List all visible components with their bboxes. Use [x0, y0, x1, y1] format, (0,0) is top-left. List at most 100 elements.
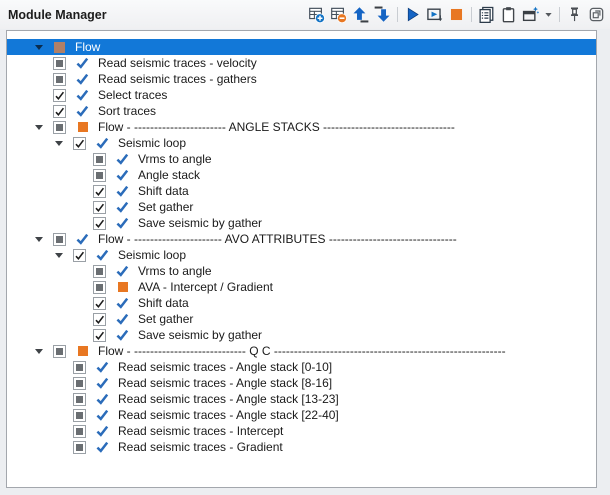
tree-row-flow[interactable]: Flow - ---------------------------- Q C …: [7, 343, 596, 359]
module-checkbox[interactable]: [73, 248, 86, 262]
expander-arrow-icon[interactable]: [33, 125, 45, 130]
toolbar-separator: [559, 7, 560, 22]
float-button[interactable]: [586, 4, 607, 25]
checkbox-partial-state: [56, 235, 63, 243]
tree-row-flow[interactable]: Flow: [7, 39, 596, 55]
module-checkbox[interactable]: [93, 312, 106, 326]
expander-arrow-icon[interactable]: [53, 253, 65, 258]
tree-row-flow[interactable]: Seismic loop: [7, 247, 596, 263]
tree-row[interactable]: Set gather: [7, 199, 596, 215]
module-checkbox[interactable]: [93, 264, 106, 278]
status-check-icon: [76, 57, 89, 69]
view-menu-button[interactable]: [542, 4, 555, 25]
tree-row[interactable]: Read seismic traces - Intercept: [7, 423, 596, 439]
tree-row[interactable]: Read seismic traces - velocity: [7, 55, 596, 71]
tree-row[interactable]: Save seismic by gather: [7, 215, 596, 231]
module-checkbox[interactable]: [93, 216, 106, 230]
module-checkbox[interactable]: [53, 72, 66, 86]
tree-row[interactable]: Read seismic traces - Angle stack [13-23…: [7, 391, 596, 407]
status-check-icon: [76, 105, 89, 117]
pages-list-icon: [478, 6, 495, 23]
module-checkbox[interactable]: [53, 120, 66, 134]
chevron-down-icon: [544, 10, 553, 19]
stop-button[interactable]: [446, 4, 467, 25]
remove-module-button[interactable]: [328, 4, 349, 25]
table-plus-icon: [308, 6, 325, 23]
tree-row[interactable]: Save seismic by gather: [7, 327, 596, 343]
module-checkbox[interactable]: [53, 344, 66, 358]
tree-row[interactable]: Read seismic traces - Gradient: [7, 439, 596, 455]
toolbar-separator: [397, 7, 398, 22]
module-checkbox[interactable]: [73, 440, 86, 454]
module-checkbox[interactable]: [73, 408, 86, 422]
tree-row[interactable]: Vrms to angle: [7, 263, 596, 279]
status-check-icon: [96, 409, 109, 421]
module-checkbox[interactable]: [93, 280, 106, 294]
status-check-icon: [116, 265, 129, 277]
tree-item-label: Flow - ---------------------- AVO ATTRIB…: [98, 232, 457, 246]
module-list-button[interactable]: [476, 4, 497, 25]
status-check-icon: [116, 201, 129, 213]
checkbox-partial-state: [96, 171, 103, 179]
tree-item-label: Save seismic by gather: [138, 216, 263, 230]
arrow-up-icon: [352, 6, 369, 23]
module-checkbox[interactable]: [53, 56, 66, 70]
checkbox-partial-state: [76, 427, 83, 435]
module-checkbox[interactable]: [93, 152, 106, 166]
pin-button[interactable]: [564, 4, 585, 25]
tree-row[interactable]: Shift data: [7, 183, 596, 199]
tree-row-flow[interactable]: Seismic loop: [7, 135, 596, 151]
expander-arrow-icon[interactable]: [33, 45, 45, 50]
module-checkbox[interactable]: [53, 88, 66, 102]
tree-row-flow[interactable]: Flow - ---------------------- AVO ATTRIB…: [7, 231, 596, 247]
expander-arrow-icon[interactable]: [53, 141, 65, 146]
module-checkbox[interactable]: [73, 392, 86, 406]
status-check-icon: [116, 313, 129, 325]
tree-row-flow[interactable]: Flow - ----------------------- ANGLE STA…: [7, 119, 596, 135]
checkbox-partial-state: [56, 347, 63, 355]
status-check-icon: [96, 137, 109, 149]
tree-row[interactable]: Select traces: [7, 87, 596, 103]
module-checkbox[interactable]: [93, 184, 106, 198]
move-down-button[interactable]: [372, 4, 393, 25]
module-checkbox[interactable]: [73, 424, 86, 438]
module-checkbox[interactable]: [73, 360, 86, 374]
tree-row[interactable]: Read seismic traces - Angle stack [22-40…: [7, 407, 596, 423]
tree-row[interactable]: Read seismic traces - gathers: [7, 71, 596, 87]
tree-row[interactable]: Read seismic traces - Angle stack [0-10]: [7, 359, 596, 375]
module-checkbox[interactable]: [93, 200, 106, 214]
paste-button[interactable]: [498, 4, 519, 25]
module-checkbox[interactable]: [53, 232, 66, 246]
add-module-button[interactable]: [306, 4, 327, 25]
run-flow-button[interactable]: [424, 4, 445, 25]
status-check-icon: [96, 441, 109, 453]
expander-arrow-icon[interactable]: [33, 349, 45, 354]
module-checkbox[interactable]: [73, 376, 86, 390]
status-square-icon: [76, 346, 89, 356]
module-checkbox[interactable]: [73, 136, 86, 150]
module-checkbox[interactable]: [93, 296, 106, 310]
checkbox-partial-state: [56, 123, 63, 131]
tree-row[interactable]: Set gather: [7, 311, 596, 327]
tree-item-label: AVA - Intercept / Gradient: [138, 280, 273, 294]
module-checkbox[interactable]: [93, 168, 106, 182]
checkbox-partial-state: [96, 283, 103, 291]
tree-row[interactable]: Shift data: [7, 295, 596, 311]
tree-item-label: Sort traces: [98, 104, 157, 118]
tree-row[interactable]: Read seismic traces - Angle stack [8-16]: [7, 375, 596, 391]
tree-item-label: Read seismic traces - Angle stack [22-40…: [118, 408, 339, 422]
module-checkbox[interactable]: [53, 104, 66, 118]
tree-item-label: Shift data: [138, 184, 189, 198]
run-button[interactable]: [402, 4, 423, 25]
move-up-button[interactable]: [350, 4, 371, 25]
tree-row[interactable]: Angle stack: [7, 167, 596, 183]
expander-arrow-icon[interactable]: [33, 237, 45, 242]
new-view-button[interactable]: [520, 4, 541, 25]
arrow-down-icon: [374, 6, 391, 23]
checkbox-partial-state: [76, 411, 83, 419]
tree-row[interactable]: AVA - Intercept / Gradient: [7, 279, 596, 295]
tree-row[interactable]: Vrms to angle: [7, 151, 596, 167]
tree-row[interactable]: Sort traces: [7, 103, 596, 119]
module-checkbox[interactable]: [93, 328, 106, 342]
